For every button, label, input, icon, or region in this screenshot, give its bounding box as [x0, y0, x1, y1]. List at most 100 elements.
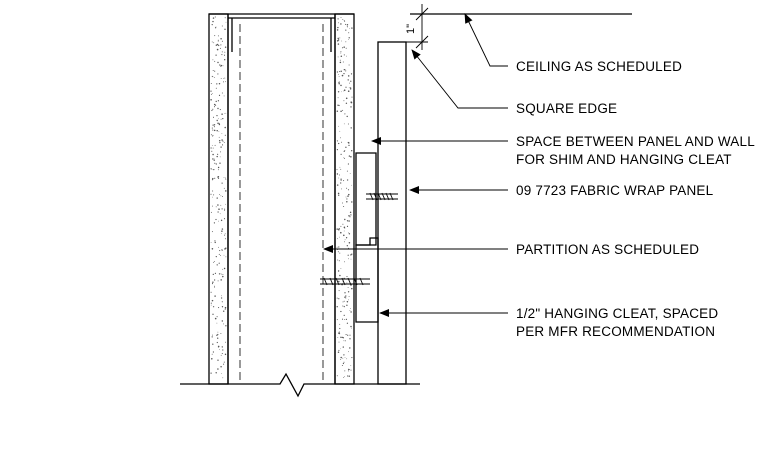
stipple-dot	[348, 247, 350, 249]
stipple-dot	[339, 323, 341, 325]
note-partition: PARTITION AS SCHEDULED	[516, 242, 699, 257]
stipple-dot	[225, 21, 227, 23]
stipple-dot	[338, 71, 340, 72]
stipple-dot	[338, 246, 340, 248]
stipple-dot	[212, 351, 215, 353]
stipple-dot	[345, 41, 347, 43]
stipple-dot	[224, 306, 227, 309]
stipple-dot	[210, 83, 212, 84]
stipple-dot	[348, 32, 350, 34]
stipple-dot	[339, 236, 340, 238]
gypsum-stipple	[210, 16, 353, 379]
stipple-dot	[338, 349, 340, 351]
stipple-dot	[222, 310, 225, 312]
stipple-dot	[223, 81, 224, 83]
stipple-dot	[219, 213, 221, 215]
stipple-dot	[337, 251, 339, 253]
fabric-wrap-panel	[377, 41, 407, 385]
stipple-dot	[215, 26, 217, 28]
stipple-dot	[212, 17, 215, 19]
stipple-dot	[221, 133, 223, 134]
stipple-dot	[337, 270, 340, 272]
stipple-dot	[215, 372, 217, 374]
stipple-dot	[345, 196, 347, 198]
stipple-dot	[224, 51, 226, 53]
stipple-dot	[224, 17, 226, 19]
stipple-dot	[348, 214, 350, 217]
stipple-dot	[224, 126, 226, 129]
stipple-dot	[337, 43, 340, 45]
stipple-dot	[221, 230, 223, 232]
stipple-dot	[223, 95, 225, 97]
stipple-dot	[212, 134, 214, 136]
stipple-dot	[340, 51, 342, 53]
stipple-dot	[211, 109, 213, 112]
partition-wall	[208, 13, 355, 385]
stipple-dot	[225, 178, 227, 180]
stipple-dot	[348, 295, 350, 297]
stipple-dot	[220, 195, 222, 197]
stipple-dot	[344, 261, 345, 263]
stipple-dot	[220, 66, 222, 67]
stipple-dot	[223, 254, 225, 256]
stipple-dot	[343, 90, 345, 92]
stipple-dot	[349, 216, 351, 218]
stipple-dot	[336, 140, 338, 142]
stipple-dot	[340, 356, 342, 359]
gap-dimension-label: 1"	[405, 24, 417, 34]
stipple-dot	[342, 223, 344, 225]
stipple-dot	[344, 370, 346, 372]
stipple-dot	[340, 179, 342, 181]
leader-ceiling	[464, 13, 508, 67]
stipple-dot	[220, 204, 222, 206]
stipple-dot	[350, 365, 352, 366]
stipple-dot	[216, 197, 218, 199]
stipple-dot	[223, 177, 225, 178]
stipple-dot	[220, 333, 222, 334]
stipple-dot	[347, 286, 349, 288]
stipple-dot	[224, 209, 226, 211]
stipple-dot	[211, 127, 213, 129]
stipple-dot	[348, 233, 351, 235]
stipple-dot	[215, 100, 217, 103]
stipple-dot	[350, 156, 352, 158]
stipple-dot	[342, 357, 344, 359]
stipple-dot	[220, 118, 222, 120]
stipple-dot	[211, 41, 213, 43]
stipple-dot	[212, 158, 214, 160]
stipple-dot	[219, 349, 220, 350]
stipple-dot	[218, 253, 220, 255]
stipple-dot	[213, 279, 216, 281]
stipple-dot	[222, 349, 224, 351]
stipple-dot	[211, 231, 213, 233]
stipple-dot	[340, 84, 342, 87]
stipple-dot	[218, 307, 220, 309]
stipple-dot	[347, 189, 350, 191]
stipple-dot	[217, 368, 219, 370]
stipple-dot	[350, 258, 352, 260]
gap-dimension: 1"	[405, 4, 429, 50]
stipple-dot	[218, 220, 219, 222]
stipple-dot	[349, 88, 352, 90]
stipple-dot	[210, 99, 212, 101]
stipple-dot	[337, 56, 339, 58]
stipple-dot	[215, 240, 216, 242]
stipple-dot	[343, 72, 345, 75]
stipple-dot	[346, 187, 348, 189]
stipple-dot	[215, 163, 217, 165]
stipple-dot	[341, 364, 343, 367]
stipple-dot	[343, 150, 345, 153]
stipple-dot	[336, 228, 338, 230]
stipple-dot	[213, 126, 215, 128]
stipple-dot	[210, 90, 212, 92]
stipple-dot	[343, 19, 345, 21]
stipple-dot	[348, 87, 350, 88]
stipple-dot	[217, 333, 219, 336]
stipple-dot	[346, 26, 348, 28]
stipple-dot	[343, 300, 345, 302]
stipple-dot	[345, 237, 348, 239]
stipple-dot	[216, 334, 218, 336]
stipple-dot	[218, 208, 220, 210]
stipple-dot	[340, 55, 343, 57]
stipple-dot	[210, 211, 212, 213]
